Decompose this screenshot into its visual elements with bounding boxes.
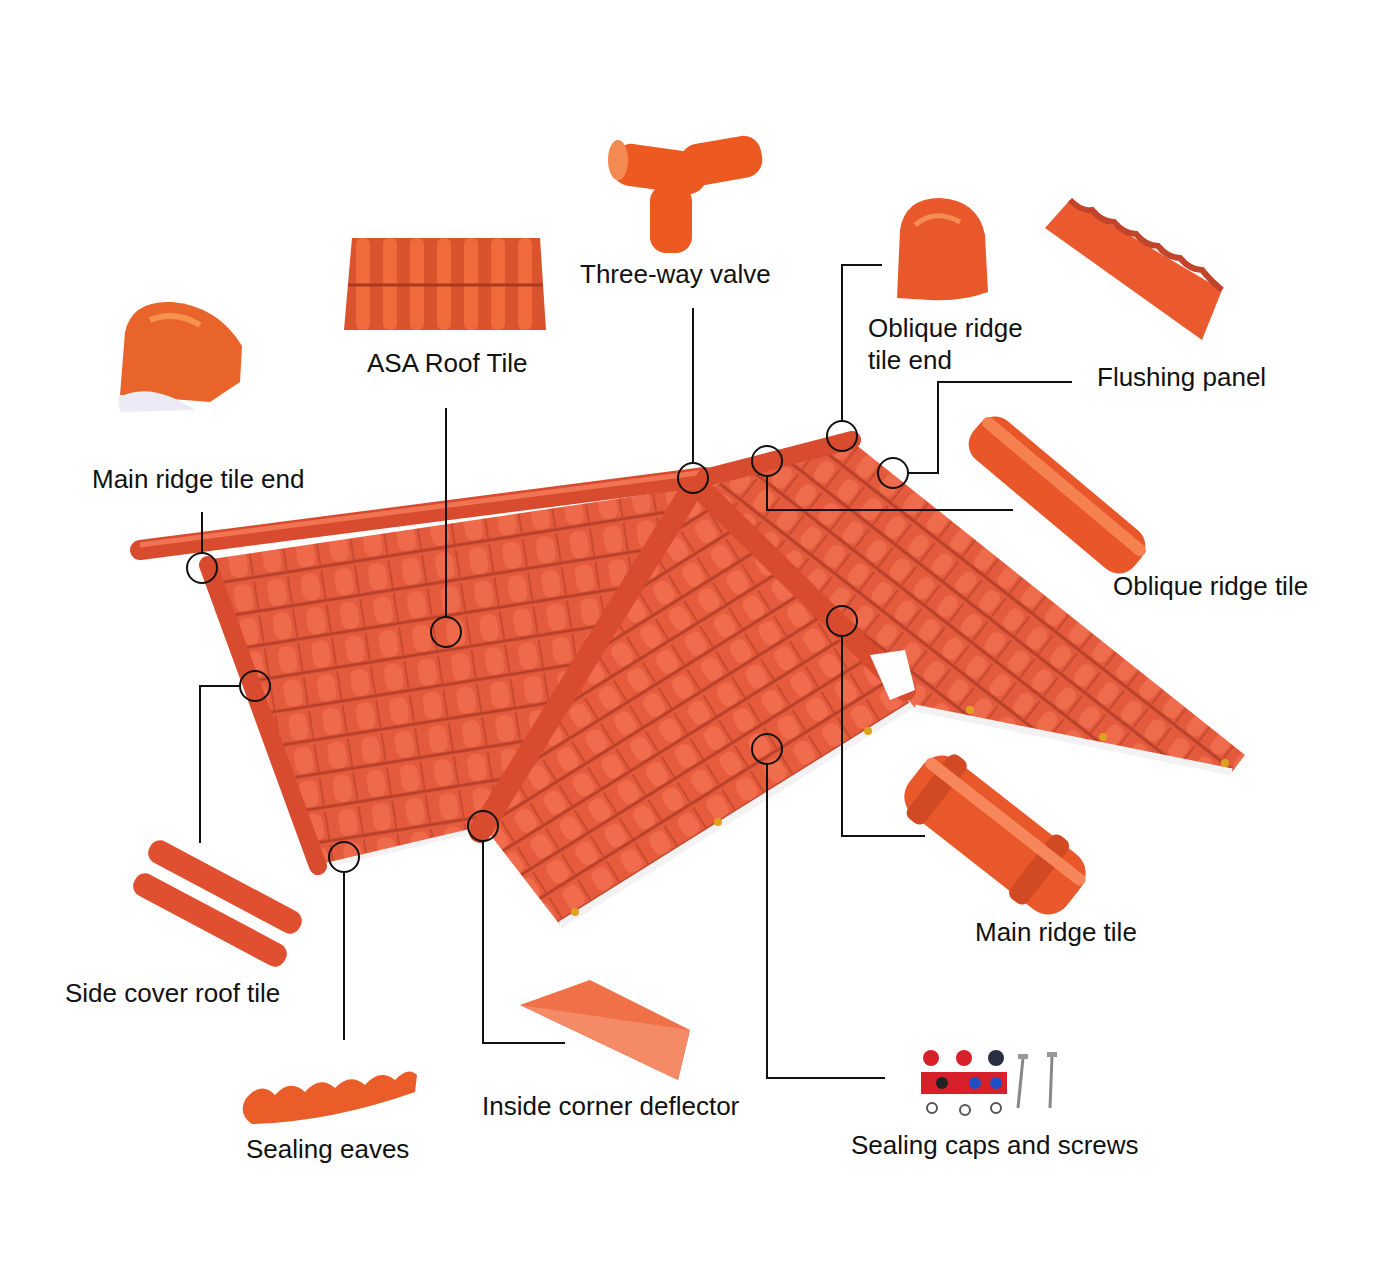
part-label: ASA Roof Tile bbox=[367, 347, 527, 379]
part-label: Side cover roof tile bbox=[65, 977, 280, 1009]
part-label: Main ridge tile bbox=[975, 916, 1137, 948]
part-label: Oblique ridge tile end bbox=[868, 312, 1063, 376]
part-label: Main ridge tile end bbox=[92, 463, 304, 495]
part-label: Flushing panel bbox=[1097, 361, 1266, 393]
part-label: Inside corner deflector bbox=[482, 1090, 739, 1122]
part-label: Sealing caps and screws bbox=[851, 1129, 1139, 1161]
part-label: Sealing eaves bbox=[246, 1133, 409, 1165]
part-label: Oblique ridge tile bbox=[1113, 570, 1308, 602]
part-label: Three-way valve bbox=[580, 258, 771, 290]
